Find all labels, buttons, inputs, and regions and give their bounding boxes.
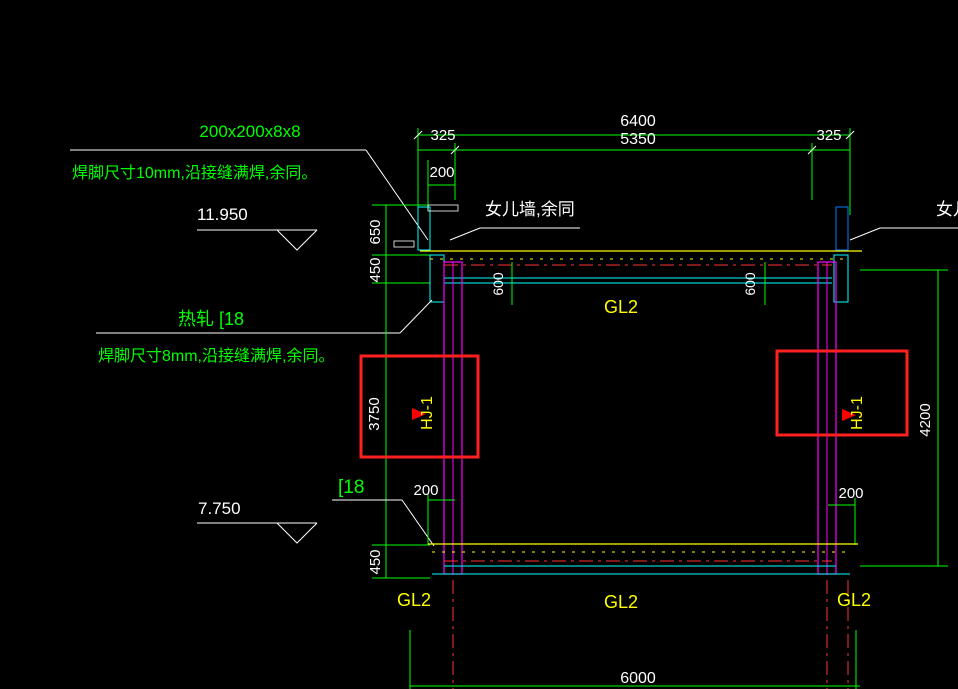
beam-gl2-bottom-mid: GL2	[604, 592, 638, 612]
channel-hot-rolled-label: 热轧 [18	[178, 309, 244, 329]
channel-hot-leader-diag	[399, 299, 433, 334]
angle-steel-label: 200x200x8x8	[199, 122, 300, 141]
beam-gl2-bottom-left: GL2	[397, 590, 431, 610]
channel-18-leader-diag	[401, 499, 435, 547]
dim-200-top: 200	[429, 164, 454, 181]
beam-gl2-top: GL2	[604, 297, 638, 317]
weld-note-8mm: 焊脚尺寸8mm,沿接缝满焊,余同。	[98, 346, 334, 365]
dim-5350: 5350	[620, 131, 656, 148]
dim-450-bottom: 450	[367, 549, 384, 574]
dim-325-left: 325	[430, 127, 455, 144]
hj1-right-label: HJ-1	[849, 396, 866, 430]
column-left	[443, 261, 463, 689]
column-right	[817, 261, 849, 689]
dim-4200: 4200	[917, 403, 934, 436]
left-hj1-flag-icon	[412, 408, 426, 420]
top-dimension-chain	[413, 128, 855, 215]
right-vertical-dim	[860, 269, 948, 567]
parapet-right-label: 女儿	[936, 200, 958, 219]
dim-450-top: 450	[367, 257, 384, 282]
hj1-left-label: HJ-1	[419, 396, 436, 430]
dim-6000: 6000	[620, 670, 656, 687]
parapet-right	[833, 206, 849, 303]
left-hj1-box	[359, 354, 480, 459]
right-hj1-flag-icon	[842, 409, 856, 421]
elevation-top-symbol	[197, 229, 318, 251]
elevation-bottom-label: 7.750	[198, 499, 241, 518]
left-vertical-dims-top	[372, 204, 430, 284]
parapet-left	[393, 204, 459, 303]
dim-200-bottom-left: 200	[413, 482, 438, 499]
dim-600-right: 600	[742, 272, 758, 296]
right-hj1-box	[775, 349, 909, 437]
bottom-floor-slab	[428, 543, 858, 575]
parapet-left-leader	[449, 227, 481, 241]
beam-gl2-bottom-right: GL2	[837, 590, 871, 610]
dim-200-bottom-marks	[427, 494, 856, 545]
dim-325-right: 325	[816, 127, 841, 144]
bottom-dimension	[409, 630, 860, 689]
top-roof-slab	[420, 250, 862, 284]
parapet-left-label: 女儿墙,余同	[485, 200, 575, 219]
left-vertical-dim-bottom	[372, 544, 430, 579]
channel-18-label: [18	[338, 477, 364, 498]
elevation-top-label: 11.950	[197, 205, 248, 224]
dim-200-bottom-right: 200	[838, 485, 863, 502]
dim-3750: 3750	[366, 397, 383, 430]
parapet-right-leader	[849, 227, 881, 241]
dim-600-marks	[511, 262, 766, 305]
weld-note-10mm: 焊脚尺寸10mm,沿接缝满焊,余同。	[72, 163, 317, 182]
elevation-bottom-symbol	[197, 522, 318, 544]
dim-600-left: 600	[490, 272, 506, 296]
dim-6400: 6400	[620, 113, 656, 130]
dim-650: 650	[367, 219, 384, 244]
